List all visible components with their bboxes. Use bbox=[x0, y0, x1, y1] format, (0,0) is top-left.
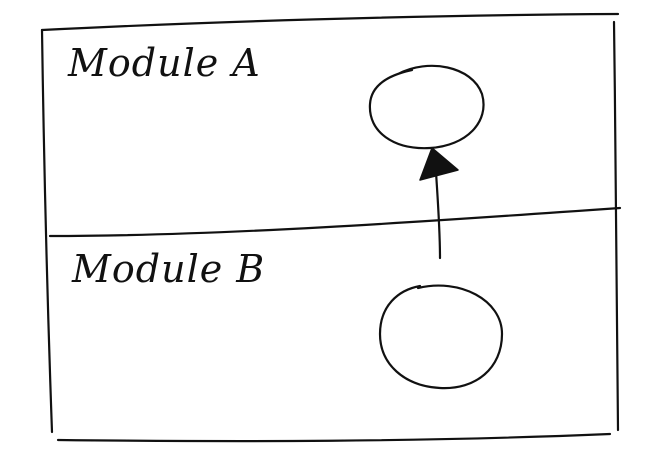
frame-top bbox=[40, 12, 620, 32]
module-b-node bbox=[378, 284, 504, 390]
module-b-label: Module B bbox=[71, 247, 265, 291]
diagram-frame bbox=[40, 12, 620, 443]
arrow-head bbox=[419, 147, 459, 181]
module-a-label: Module A bbox=[67, 41, 261, 85]
module-b: Module B bbox=[71, 247, 504, 390]
module-divider bbox=[48, 206, 622, 238]
frame-right bbox=[612, 20, 620, 432]
module-a-node bbox=[368, 64, 485, 150]
frame-bottom bbox=[56, 432, 612, 443]
dependency-arrow bbox=[419, 147, 459, 260]
arrow-shaft bbox=[434, 170, 442, 260]
frame-left bbox=[40, 28, 54, 434]
module-a: Module A bbox=[67, 41, 485, 150]
